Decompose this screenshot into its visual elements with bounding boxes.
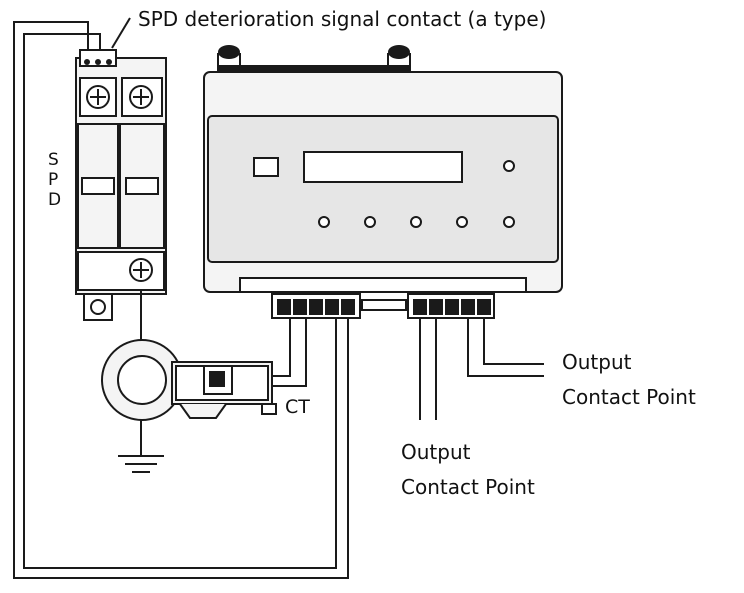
ct-lead-1	[272, 318, 291, 377]
output-bottom-label-line2: Contact Point	[401, 475, 535, 499]
output-right-wire-2	[483, 318, 544, 365]
spd-letter-d: D	[48, 190, 62, 210]
spd-device	[75, 49, 167, 321]
output-right-wire-1	[467, 318, 544, 377]
contact-pointer-line	[111, 17, 131, 49]
ct-lead-2	[272, 318, 307, 387]
ct-sensor	[101, 339, 277, 421]
monitor-device	[203, 45, 563, 319]
signal-wire-outer	[13, 21, 349, 579]
output-bottom-label-line1: Output	[401, 440, 471, 464]
spd-signal-contact-label: SPD deterioration signal contact (a type…	[138, 7, 547, 31]
spd-letter-p: P	[48, 170, 59, 190]
output-right-label-line2: Contact Point	[562, 385, 696, 409]
signal-wire-inner	[23, 33, 337, 569]
output-right-label-line1: Output	[562, 350, 632, 374]
spd-letter-s: S	[48, 150, 59, 170]
ct-label: CT	[285, 396, 310, 418]
